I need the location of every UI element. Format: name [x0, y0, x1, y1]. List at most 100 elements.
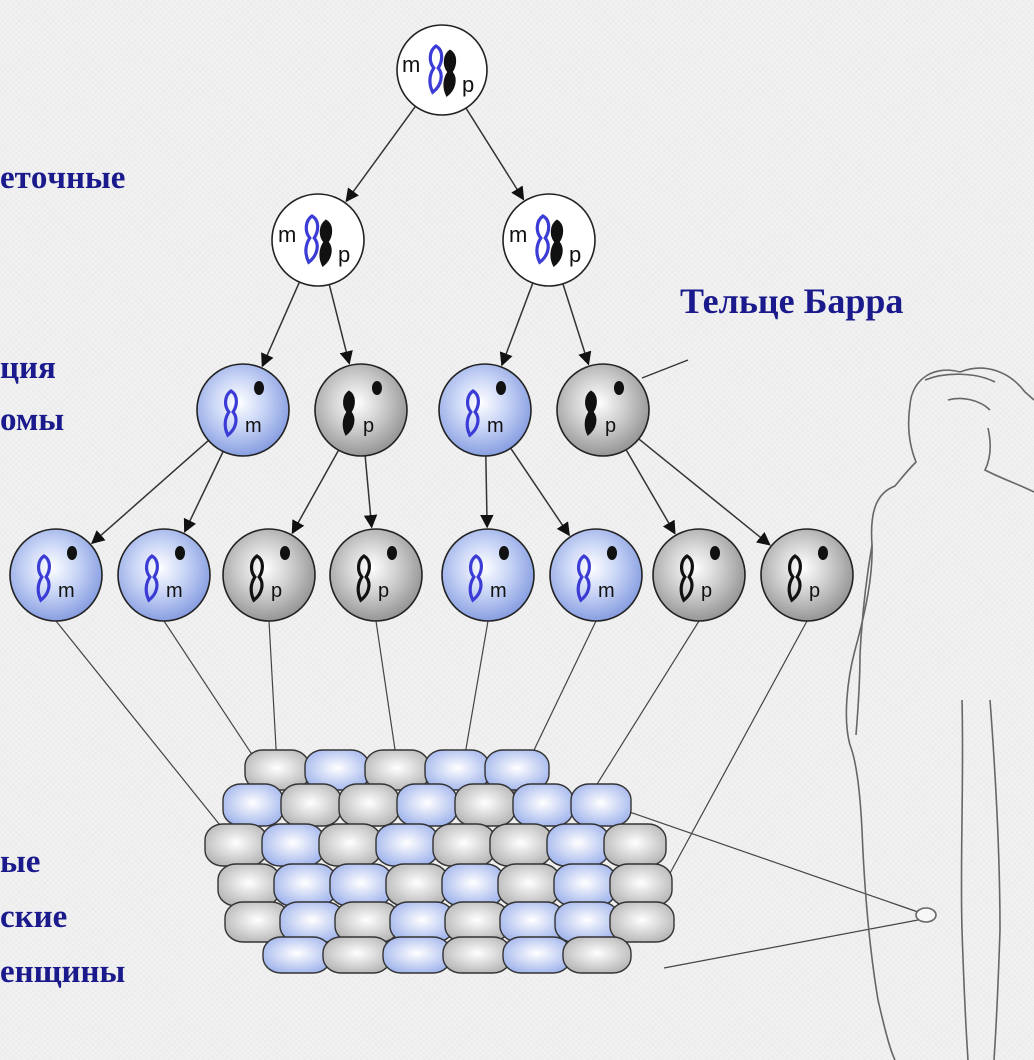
maternal-tissue-cell [376, 824, 438, 866]
cell-letter: p [271, 580, 282, 602]
cell-membrane [557, 364, 649, 456]
lineage-arrow [502, 283, 533, 365]
tissue-patch [205, 750, 674, 973]
lineage-arrow [185, 451, 223, 531]
paternal-tissue-cell [610, 864, 672, 906]
cell-maternal-active: m [439, 364, 531, 456]
maternal-tissue-cell [397, 784, 457, 826]
cell-maternal-active: m [550, 529, 642, 621]
maternal-tissue-cell [262, 824, 324, 866]
maternal-tissue-cell [513, 784, 573, 826]
cell-paternal-active: p [653, 529, 745, 621]
cell-membrane [653, 529, 745, 621]
cell-both-active: mp [272, 194, 364, 286]
cell-paternal-active: p [557, 364, 649, 456]
lineage-arrow [262, 282, 299, 366]
barr-body [499, 546, 509, 560]
cell-letter: m [598, 580, 615, 602]
barr-body [254, 381, 264, 395]
lineage-arrow [511, 448, 570, 535]
barr-body [67, 546, 77, 560]
cell-letter: m [490, 580, 507, 602]
barr-body [614, 381, 624, 395]
paternal-tissue-cell [319, 824, 381, 866]
cell-letter: m [278, 222, 296, 247]
cell-maternal-active: m [118, 529, 210, 621]
cell-membrane [223, 529, 315, 621]
barr-body [818, 546, 828, 560]
cell-letter: p [569, 242, 581, 267]
cell-paternal-active: p [223, 529, 315, 621]
cell-maternal-active: m [442, 529, 534, 621]
cell-letter: m [58, 580, 75, 602]
paternal-tissue-cell [610, 902, 674, 942]
cell-membrane [439, 364, 531, 456]
paternal-tissue-cell [498, 864, 560, 906]
cell-paternal-active: p [315, 364, 407, 456]
lineage-arrow [92, 440, 209, 543]
cell-membrane [10, 529, 102, 621]
cell-membrane [550, 529, 642, 621]
cell-membrane [315, 364, 407, 456]
paternal-tissue-cell [604, 824, 666, 866]
barr-body [175, 546, 185, 560]
paternal-tissue-cell [205, 824, 267, 866]
lineage-arrows [92, 106, 770, 544]
maternal-tissue-cell [263, 937, 331, 973]
cell-membrane [197, 364, 289, 456]
paternal-tissue-cell [563, 937, 631, 973]
paternal-tissue-cell [339, 784, 399, 826]
cell-both-active: mp [503, 194, 595, 286]
cell-letter: p [701, 580, 712, 602]
cell-letter: p [605, 415, 616, 437]
cell-to-tissue-line [376, 621, 398, 770]
paternal-tissue-cell [455, 784, 515, 826]
paternal-tissue-cell [433, 824, 495, 866]
paternal-tissue-cell [323, 937, 391, 973]
barr-body [710, 546, 720, 560]
barr-body [387, 546, 397, 560]
maternal-tissue-cell [554, 864, 616, 906]
paternal-tissue-cell [281, 784, 341, 826]
maternal-tissue-cell [223, 784, 283, 826]
cell-maternal-active: m [10, 529, 102, 621]
cell-membrane [118, 529, 210, 621]
lineage-arrow [329, 285, 349, 364]
lineage-arrow [486, 456, 487, 527]
zoom-line [664, 920, 918, 968]
cell-letter: m [166, 580, 183, 602]
lineage-arrow [365, 456, 371, 527]
cell-to-tissue-line [56, 621, 240, 850]
lineage-arrow [346, 106, 415, 201]
maternal-tissue-cell [274, 864, 336, 906]
barr-body-pointer [642, 360, 688, 378]
lineage-arrow [466, 108, 523, 199]
cell-paternal-active: p [761, 529, 853, 621]
cell-letter: p [338, 242, 350, 267]
cell-letter: p [462, 72, 474, 97]
barr-body [280, 546, 290, 560]
barr-body [607, 546, 617, 560]
woman-silhouette [846, 368, 1034, 1060]
cell-both-active: mp [397, 25, 487, 115]
cell-paternal-active: p [330, 529, 422, 621]
barr-body [372, 381, 382, 395]
cell-membrane [330, 529, 422, 621]
cell-membrane [442, 529, 534, 621]
cell-letter: m [487, 415, 504, 437]
maternal-tissue-cell [547, 824, 609, 866]
maternal-tissue-cell [383, 937, 451, 973]
cell-letter: m [402, 52, 420, 77]
cell-letter: m [509, 222, 527, 247]
paternal-tissue-cell [386, 864, 448, 906]
lineage-arrow [292, 450, 338, 533]
cell-letter: p [378, 580, 389, 602]
cell-letter: p [809, 580, 820, 602]
maternal-tissue-cell [503, 937, 571, 973]
cell-letter: p [363, 415, 374, 437]
paternal-tissue-cell [490, 824, 552, 866]
cell-letter: m [245, 415, 262, 437]
paternal-tissue-cell [443, 937, 511, 973]
